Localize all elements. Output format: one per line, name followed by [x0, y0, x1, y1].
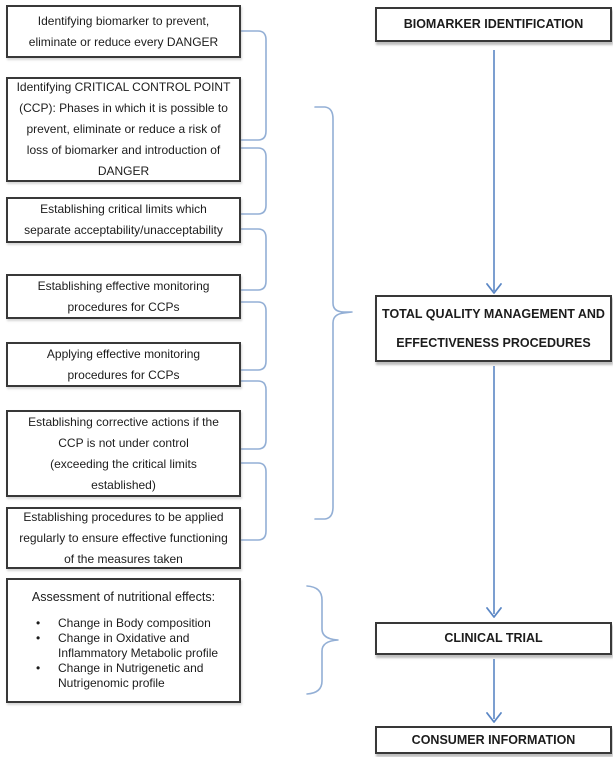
text-line: (exceeding the critical limits — [50, 456, 197, 471]
bracket-step1-step2 — [240, 30, 267, 141]
box-identify-ccp: Identifying CRITICAL CONTROL POINT (CCP)… — [6, 77, 241, 182]
box-apply-monitoring: Applying effective monitoring procedures… — [6, 342, 241, 387]
text-line: Applying effective monitoring — [46, 346, 201, 361]
bracket-step5-step6 — [240, 380, 267, 450]
text-line: CONSUMER INFORMATION — [411, 732, 576, 747]
box-total-quality-management: TOTAL QUALITY MANAGEMENT AND EFFECTIVENE… — [375, 295, 612, 362]
text-line: regularly to ensure effective functionin… — [19, 530, 228, 545]
bullet-item: Change in Body composition — [8, 616, 239, 631]
bullet-item: Change in Oxidative and Inflammatory Met… — [8, 631, 239, 661]
text-line: established) — [91, 477, 156, 492]
text-line: DANGER — [97, 164, 150, 178]
text-line: EFFECTIVENESS PROCEDURES — [396, 335, 591, 350]
text-line: Establishing corrective actions if the — [28, 414, 219, 429]
text-line: Identifying biomarker to prevent, — [37, 13, 210, 28]
bracket-step4-step5 — [240, 301, 267, 371]
text-line: separate acceptability/unacceptability — [24, 223, 223, 237]
text-line: Establishing critical limits which — [40, 202, 207, 216]
arrowhead-biomarker-to-tqm — [486, 283, 502, 294]
brace-steps-to-tqm — [314, 106, 353, 520]
box-critical-limits: Establishing critical limits which separ… — [6, 197, 241, 243]
box-identify-biomarker: Identifying biomarker to prevent, elimin… — [6, 5, 241, 58]
text-line: procedures for CCPs — [67, 299, 180, 314]
bullet-item: Change in Nutrigenetic and Nutrigenomic … — [8, 661, 239, 691]
box-consumer-information: CONSUMER INFORMATION — [375, 726, 612, 754]
text-line: Establishing procedures to be applied — [23, 509, 224, 524]
text-line: Identifying CRITICAL CONTROL POINT — [16, 80, 231, 94]
text-line: CCP is not under control — [58, 435, 189, 450]
text-line: of the measures taken — [64, 551, 183, 566]
bracket-step3-step4 — [240, 228, 267, 291]
box-establish-monitoring: Establishing effective monitoring proced… — [6, 274, 241, 319]
text-line: procedures for CCPs — [67, 367, 180, 382]
text-line: CLINICAL TRIAL — [444, 631, 543, 645]
text-line: loss of biomarker and introduction of — [26, 143, 221, 157]
box-verification-procedures: Establishing procedures to be applied re… — [6, 507, 241, 569]
assessment-bullet-list: Change in Body composition Change in Oxi… — [8, 616, 239, 691]
box-nutritional-assessment: Assessment of nutritional effects: Chang… — [6, 578, 241, 703]
text-line: BIOMARKER IDENTIFICATION — [403, 17, 584, 31]
text-line: prevent, eliminate or reduce a risk of — [26, 122, 221, 136]
text-line: TOTAL QUALITY MANAGEMENT AND — [382, 306, 605, 321]
box-clinical-trial: CLINICAL TRIAL — [375, 622, 612, 655]
bracket-step6-step7 — [240, 462, 267, 541]
assessment-title: Assessment of nutritional effects: — [31, 590, 216, 604]
box-biomarker-identification: BIOMARKER IDENTIFICATION — [375, 7, 612, 42]
text-line: Establishing effective monitoring — [37, 278, 210, 293]
arrowhead-clinical-trial-to-consumer — [486, 712, 502, 723]
bracket-step2-step3 — [240, 147, 267, 215]
text-line: eliminate or reduce every DANGER — [28, 34, 219, 49]
arrowhead-tqm-to-clinical-trial — [486, 607, 502, 618]
text-line: (CCP): Phases in which it is possible to — [19, 101, 228, 115]
brace-assessment-to-clinical-trial — [306, 585, 339, 695]
box-corrective-actions: Establishing corrective actions if the C… — [6, 410, 241, 497]
